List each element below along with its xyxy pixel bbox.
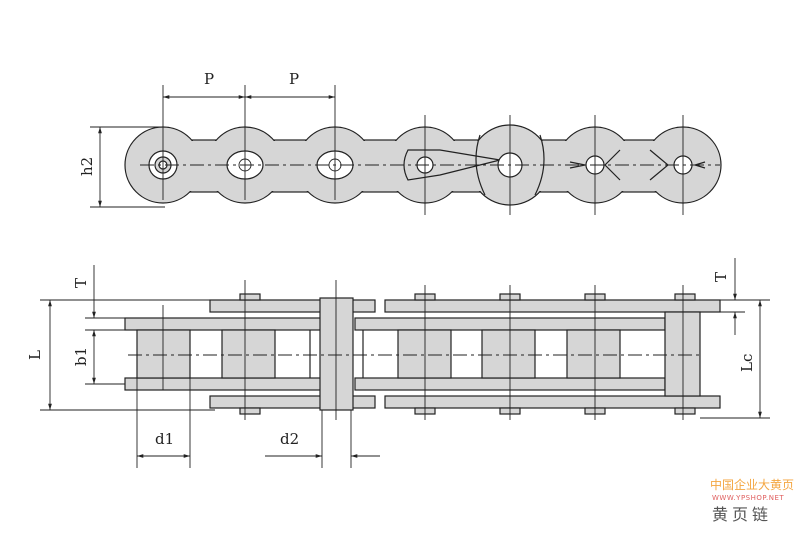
l-label: L [26,350,44,360]
pitch-label-2: P [289,70,299,88]
watermark-line3: 黄页链 [712,505,772,524]
b1-label: b1 [72,347,90,366]
d2-label: d2 [280,430,299,448]
chain-top-view [40,258,770,468]
t-left-label: T [72,278,90,288]
t-right-label: T [712,272,730,282]
chain-side-view [90,85,722,215]
lc-label: Lc [738,354,756,372]
d1-label: d1 [155,430,174,448]
watermark-line2: WWW.YPSHOP.NET [712,494,784,502]
h2-label: h2 [78,157,96,176]
watermark-line1: 中国企业大黄页 [710,477,794,492]
pitch-label-1: P [204,70,214,88]
